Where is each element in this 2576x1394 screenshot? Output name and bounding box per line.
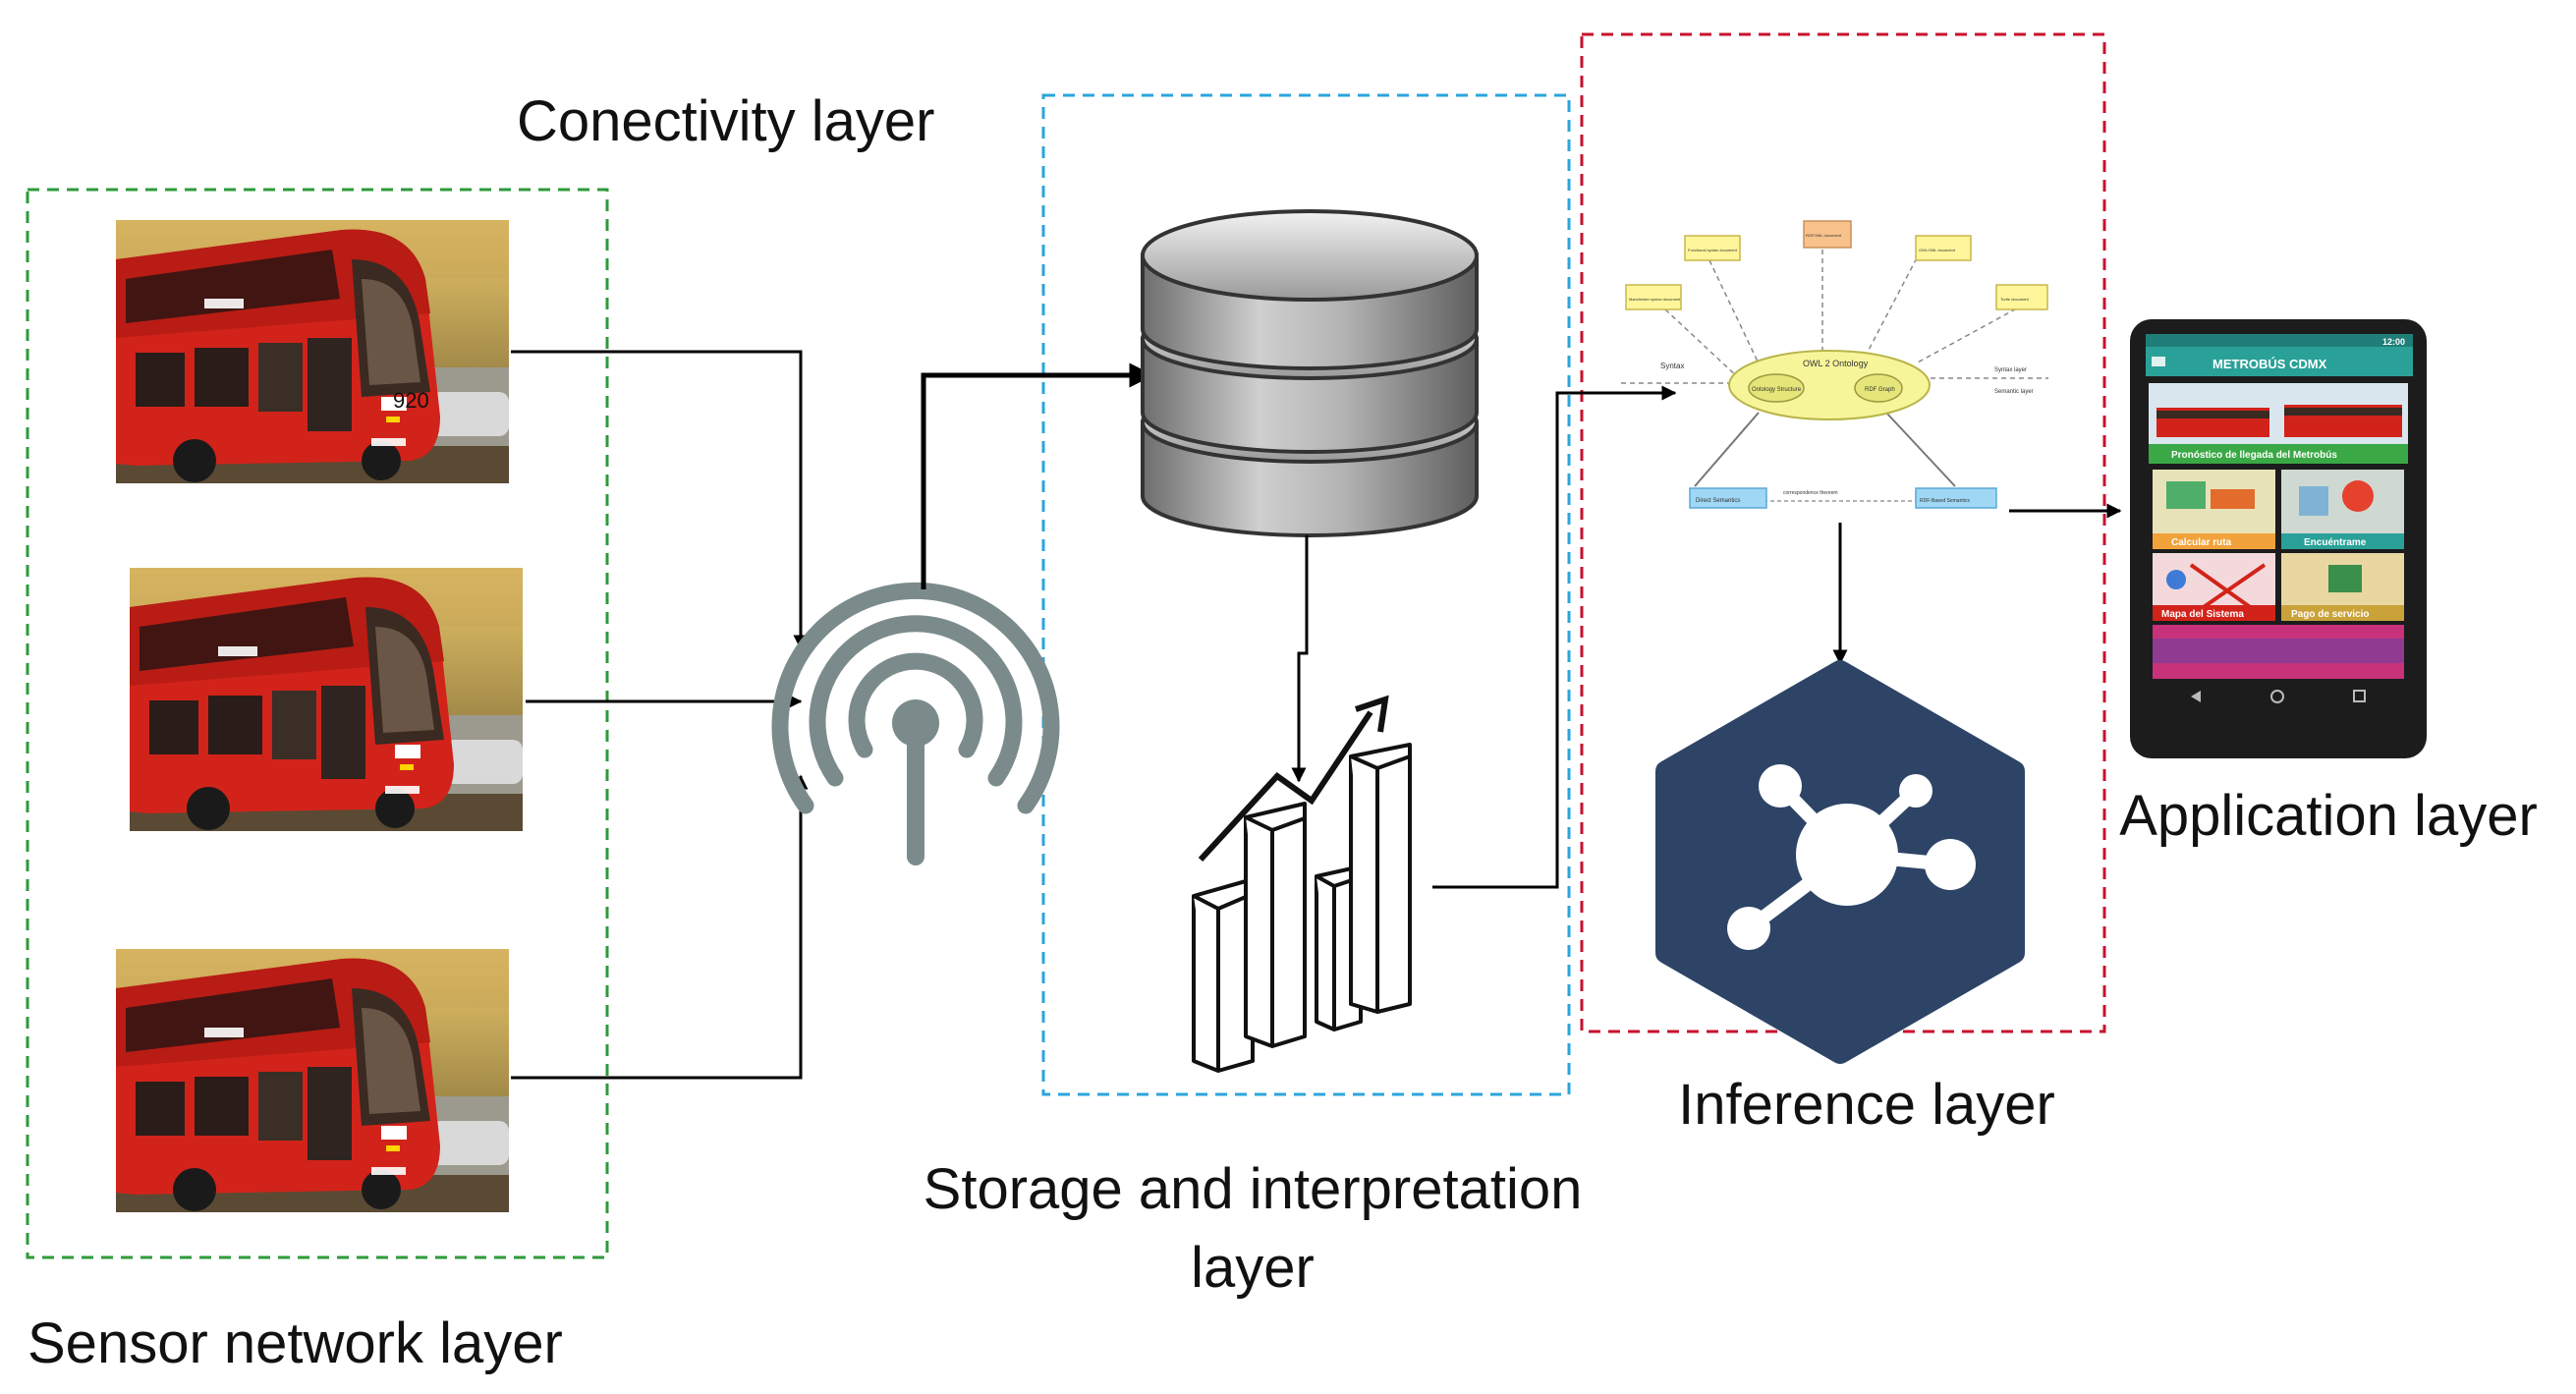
- app-tile-label: Pago de servicio: [2291, 609, 2369, 620]
- back-nav-icon[interactable]: [2191, 691, 2201, 702]
- ontology-diagram: OWL 2 Ontology Ontology Structure RDF Gr…: [1621, 220, 2048, 509]
- doc-label: Functional syntax document: [1688, 248, 1738, 252]
- chart-to-ontology: [1432, 385, 1677, 889]
- connectivity-layer-label: Conectivity layer: [517, 89, 934, 153]
- direct-semantics-label: Direct Semantics: [1696, 498, 1740, 504]
- bus-number: 920: [393, 388, 429, 413]
- doc-label: Turtle document: [2000, 297, 2030, 302]
- doc-label: Manchester syntax document: [1629, 297, 1681, 302]
- storage-layer-box: [1041, 93, 1571, 1096]
- antenna-to-database: [921, 362, 1154, 589]
- app-title: METROBÚS CDMX: [2212, 357, 2327, 371]
- recents-nav-icon[interactable]: [2353, 690, 2366, 702]
- bus-photo: [116, 949, 509, 1212]
- application-layer-label: Application layer: [2119, 784, 2538, 848]
- ontology-structure-label: Ontology Structure: [1752, 387, 1802, 393]
- app-menu-button[interactable]: [2152, 357, 2165, 366]
- phone-status-time: 12:00: [2382, 337, 2405, 347]
- inference-layer-label: Inference layer: [1678, 1073, 2055, 1137]
- storage-layer-label-line2: layer: [1191, 1236, 1315, 1300]
- smartphone-icon: 12:00 METROBÚS CDMX Pronóstico de llegad…: [2130, 319, 2427, 758]
- app-tile-label: Encuéntrame: [2304, 537, 2367, 548]
- network-hexagon-icon: [1655, 660, 2025, 1064]
- sensor-connectors: [511, 350, 809, 1080]
- rdf-semantics-label: RDF-Based Semantics: [1920, 498, 1970, 504]
- antenna-center: [892, 699, 939, 747]
- storage-layer-label: Storage and interpretation: [924, 1157, 1583, 1221]
- inference-layer-box: [1580, 32, 2106, 1033]
- home-nav-icon[interactable]: [2270, 690, 2284, 703]
- ontology-center-title: OWL 2 Ontology: [1803, 359, 1869, 368]
- app-tile-route[interactable]: Calcular ruta: [2153, 470, 2275, 549]
- app-banner[interactable]: Pronóstico de llegada del Metrobús: [2149, 383, 2408, 464]
- bar-chart-icon: [1192, 743, 1412, 1073]
- bus-photo: [116, 220, 509, 483]
- app-banner-label: Pronóstico de llegada del Metrobús: [2171, 450, 2337, 461]
- rdf-graph-label: RDF Graph: [1865, 387, 1895, 393]
- syntax-label: Syntax: [1660, 362, 1684, 370]
- app-tile-payment[interactable]: Pago de servicio: [2281, 553, 2404, 621]
- database-icon: [1141, 209, 1479, 537]
- bus-photo: [130, 568, 523, 831]
- app-tile-label: Mapa del Sistema: [2161, 609, 2244, 620]
- app-tile-map[interactable]: Mapa del Sistema: [2153, 553, 2275, 621]
- app-tile-label: Calcular ruta: [2171, 537, 2232, 548]
- correspondence-label: correspondence theorem: [1783, 490, 1838, 496]
- trend-arrow: [1198, 710, 1373, 863]
- database-to-chart: [1291, 535, 1309, 783]
- wifi-antenna-icon: [771, 582, 1060, 865]
- doc-label: RDF/XML document: [1806, 233, 1842, 238]
- sensor-layer-box: [26, 188, 609, 1259]
- semantic-layer-label: Semantic layer: [1994, 389, 2034, 395]
- syntax-layer-label: Syntax layer: [1994, 367, 2027, 373]
- doc-label: OWL/XML document: [1919, 248, 1956, 252]
- app-tile-locate[interactable]: Encuéntrame: [2281, 470, 2404, 549]
- sensor-layer-label: Sensor network layer: [28, 1311, 563, 1375]
